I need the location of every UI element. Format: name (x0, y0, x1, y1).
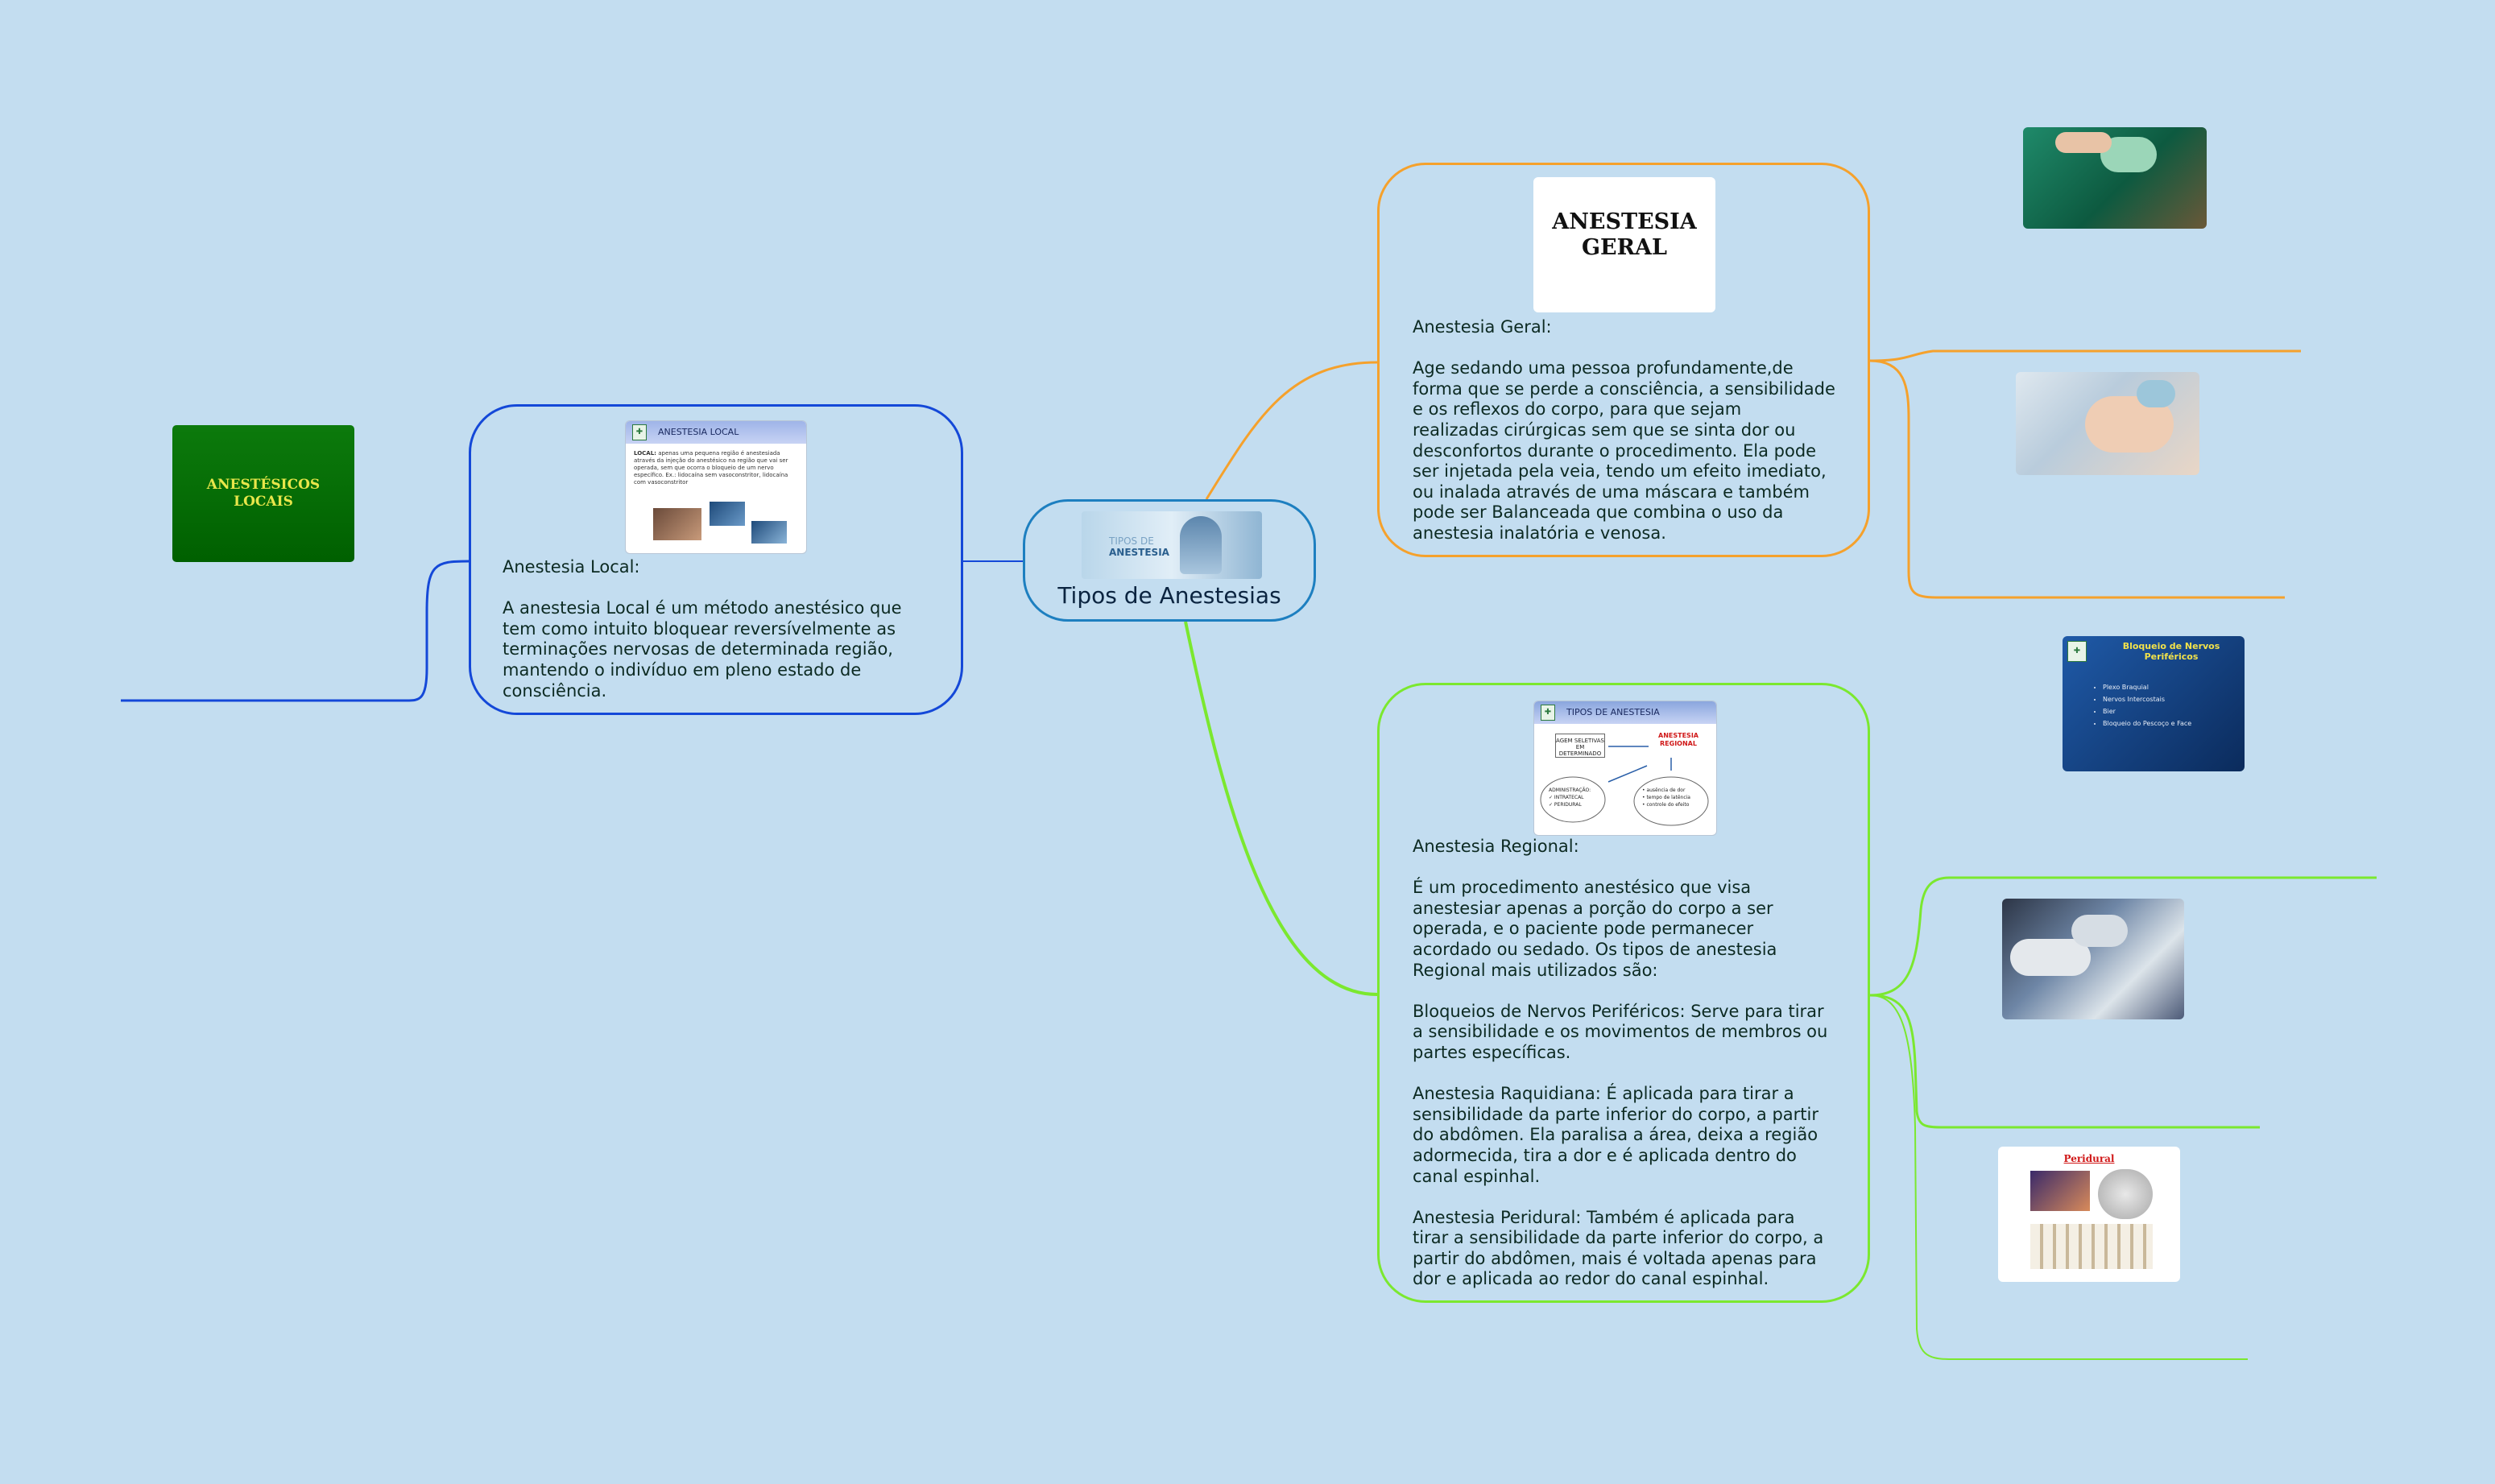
regional-slide-list-right: • ausência de dor • tempo de latência • … (1642, 787, 1690, 808)
local-anesthesia-text: Anestesia Local: A anestesia Local é um … (503, 557, 902, 701)
regional-slide-box-right-1: ANESTESIA (1658, 732, 1699, 739)
local-slide-photo-1 (653, 508, 701, 540)
local-slide-photo-3 (751, 521, 787, 544)
general-photo-mask-patient[interactable] (2023, 127, 2207, 229)
nerve-slide-item-4: Bloqueio do Pescoço e Face (2103, 717, 2191, 730)
regional-slide-list-left-1: ADMINISTRAÇÃO: (1549, 787, 1591, 793)
peridural-label: Peridural (2063, 1153, 2115, 1164)
nerve-slide-title: Bloqueio de Nervos Periféricos (2122, 641, 2220, 662)
link-local-side (121, 560, 470, 702)
regional-slide-title: TIPOS DE ANESTESIA (1566, 707, 1660, 717)
link-regional-2 (1869, 994, 2260, 1129)
regional-slide-list-left-3: ✓ PERIDURAL (1549, 802, 1582, 808)
regional-photo-nerve-block-slide[interactable]: ✚ Bloqueio de Nervos Periféricos Plexo B… (2063, 636, 2245, 771)
general-photo-patient-face[interactable] (2016, 372, 2199, 475)
local-anesthetics-card[interactable]: ANESTÉSICOS LOCAIS (172, 425, 354, 562)
logo-icon: ✚ (1541, 705, 1555, 721)
regional-slide-list-left-2: ✓ INTRATECAL (1549, 795, 1584, 800)
nerve-slide-list: Plexo Braquial Nervos Intercostais Bier … (2093, 681, 2191, 730)
general-anesthesia-header-card: ANESTESIA GERAL (1533, 177, 1715, 312)
link-general-images (1869, 349, 2301, 362)
regional-slide-arrows (1540, 746, 1709, 826)
regional-slide-list-right-2: • tempo de latência (1642, 795, 1690, 800)
central-image-caption-2: ANESTESIA (1109, 547, 1169, 558)
general-anesthesia-text: Anestesia Geral: Age sedando uma pessoa … (1413, 317, 1835, 543)
central-topic-title: Tipos de Anestesias (1057, 582, 1281, 609)
regional-photo-peridural-diagram[interactable]: Peridural (1998, 1147, 2180, 1282)
regional-anesthesia-text: Anestesia Regional: É um procedimento an… (1413, 837, 1828, 1289)
logo-icon: ✚ (2067, 641, 2087, 662)
nerve-slide-item-3: Bier (2103, 705, 2191, 717)
link-regional-3 (1869, 994, 2248, 1360)
local-slide-lead: LOCAL: (634, 450, 656, 457)
nerve-slide-item-2: Nervos Intercostais (2103, 693, 2191, 705)
peridural-spine-drawing (2098, 1169, 2153, 1219)
regional-slide-list-left: ADMINISTRAÇÃO: ✓ INTRATECAL ✓ PERIDURAL (1549, 787, 1591, 808)
regional-slide-box-left: AGEM SELETIVAS EM DETERMINADO (1555, 734, 1605, 758)
central-topic-node[interactable]: TIPOS DE ANESTESIA Tipos de Anestesias (1023, 499, 1316, 622)
regional-slide-list-right-1: • ausência de dor (1642, 787, 1686, 793)
local-slide-body: LOCAL: apenas uma pequena região é anest… (634, 450, 798, 486)
local-slide-header: ANESTESIA LOCAL (626, 421, 806, 444)
link-central-general (1205, 361, 1378, 500)
glove-shape-2 (2071, 915, 2128, 947)
local-slide-text: apenas uma pequena região é anestesiada … (634, 450, 788, 486)
regional-slide-box-right: ANESTESIA REGIONAL (1650, 732, 1707, 756)
link-general-images-2 (1869, 359, 2285, 599)
glove-shape (2010, 939, 2091, 976)
local-slide-title: ANESTESIA LOCAL (658, 427, 739, 437)
regional-slide-header: TIPOS DE ANESTESIA (1534, 701, 1716, 724)
central-topic-image: TIPOS DE ANESTESIA (1082, 511, 1262, 579)
peridural-photo (2030, 1171, 2090, 1211)
surgeon-figure (1180, 516, 1222, 574)
hand-shape (2055, 132, 2112, 153)
mask-shape (2137, 380, 2175, 407)
regional-photo-spinal-injection[interactable] (2002, 899, 2184, 1019)
link-regional-1 (1869, 876, 2377, 997)
link-central-regional (1184, 621, 1378, 996)
central-image-caption-1: TIPOS DE (1109, 535, 1154, 547)
peridural-spine-strip (2030, 1224, 2153, 1269)
local-anesthesia-slide-image: ANESTESIA LOCAL ✚ LOCAL: apenas uma pequ… (625, 420, 807, 554)
regional-anesthesia-slide-image: TIPOS DE ANESTESIA ✚ AGEM SELETIVAS EM D… (1533, 701, 1717, 836)
nerve-slide-item-1: Plexo Braquial (2103, 681, 2191, 693)
regional-slide-list-right-3: • controle do efeito (1642, 802, 1690, 808)
regional-slide-box-right-2: REGIONAL (1660, 740, 1697, 747)
local-slide-photo-2 (710, 502, 745, 526)
logo-icon: ✚ (632, 424, 647, 440)
